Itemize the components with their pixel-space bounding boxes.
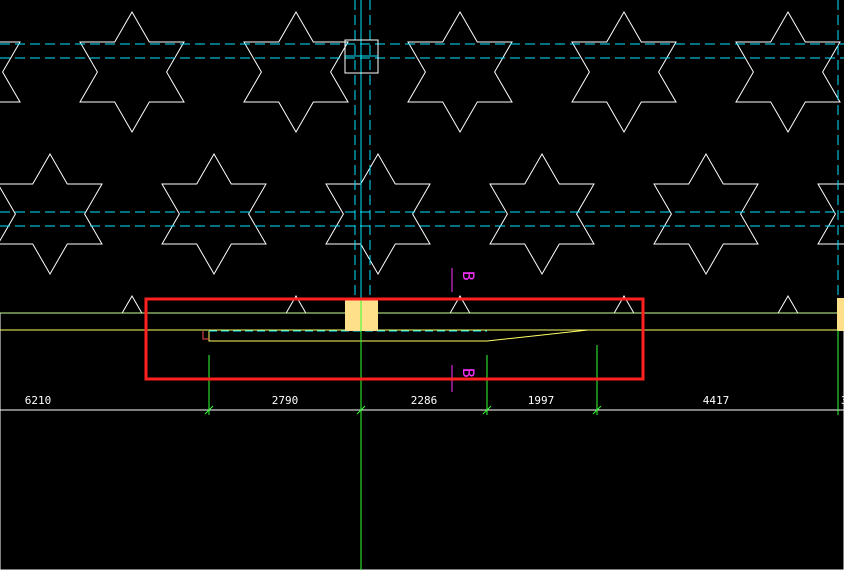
- dimension-text-6: 30: [841, 394, 844, 407]
- star-hatch-pattern: [0, 10, 844, 570]
- hatch-star: [817, 183, 844, 245]
- hatch-star: [571, 10, 677, 134]
- column-fill-right[interactable]: [837, 298, 844, 331]
- highlight-selection-box: [144, 297, 645, 381]
- dim-tick-4: [592, 405, 602, 415]
- hatch-star: [161, 152, 267, 276]
- beam-end-tick: [202, 331, 209, 340]
- hatch-star: [407, 10, 513, 134]
- hatch-star: [0, 41, 21, 103]
- hatch-star: [79, 10, 185, 134]
- dim-tick-2: [356, 405, 366, 415]
- beam-lines: [0, 312, 844, 342]
- dimension-text-3: 2286: [411, 394, 438, 407]
- section-label-bottom: B: [459, 368, 478, 378]
- hatch-star: [653, 152, 759, 276]
- axis-grid-lines: [0, 0, 844, 300]
- pattern-clip-mask: [0, 312, 844, 570]
- dim-tick-1: [204, 405, 214, 415]
- dim-tick-3: [482, 405, 492, 415]
- dimension-text-2: 2790: [272, 394, 299, 407]
- hatch-star: [325, 152, 431, 276]
- hatch-star: [489, 152, 595, 276]
- column-outline-top[interactable]: [344, 39, 379, 74]
- hatch-star: [243, 10, 349, 134]
- dimension-text-5: 4417: [703, 394, 730, 407]
- dimension-text-4: 1997: [528, 394, 555, 407]
- section-mark-top[interactable]: B: [451, 268, 478, 292]
- dimension-text-1: 6210: [25, 394, 52, 407]
- section-label-top: B: [459, 271, 478, 281]
- beam-taper-line: [208, 329, 589, 342]
- hatch-star: [735, 10, 841, 134]
- hatch-star: [0, 152, 103, 276]
